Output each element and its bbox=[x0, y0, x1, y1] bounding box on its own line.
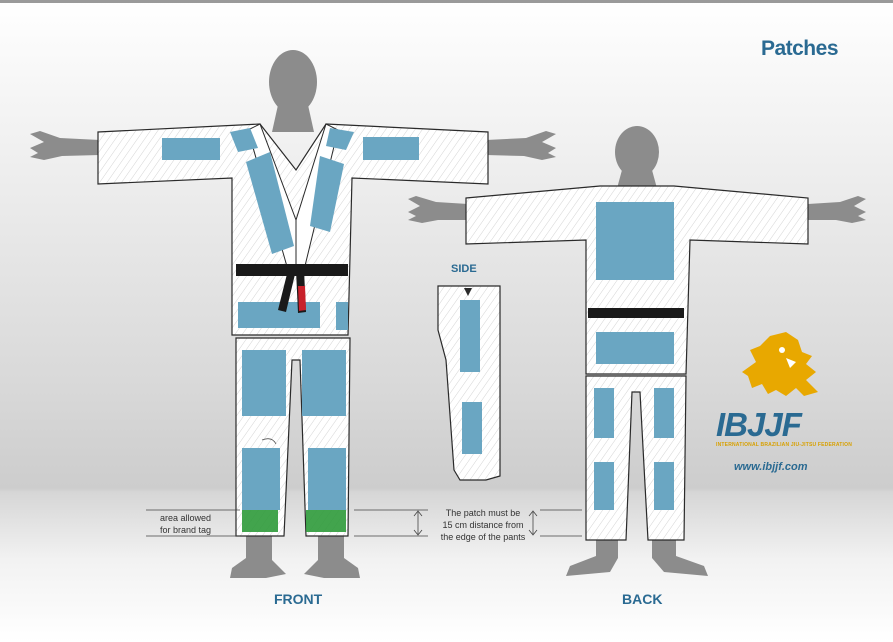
side-pants bbox=[437, 285, 501, 481]
patch-side-thigh bbox=[460, 300, 480, 372]
distance-note: The patch must be 15 cm distance from th… bbox=[440, 508, 526, 542]
front-left-hand bbox=[30, 131, 100, 160]
patch-back-calf-right bbox=[654, 462, 674, 510]
back-belt bbox=[588, 308, 684, 318]
patch-back-lower bbox=[596, 332, 674, 364]
back-right-hand bbox=[808, 196, 866, 223]
side-view-label: SIDE bbox=[451, 263, 477, 275]
patch-side-shin bbox=[462, 402, 482, 454]
brand-tag-note: area allowed for brand tag bbox=[160, 513, 212, 535]
website-link[interactable]: www.ibjjf.com bbox=[734, 461, 808, 473]
top-border bbox=[0, 0, 893, 3]
front-left-foot bbox=[230, 536, 286, 578]
back-figure bbox=[408, 126, 866, 576]
back-view-label: BACK bbox=[622, 591, 663, 607]
patch-shin-right bbox=[308, 448, 346, 510]
brand-tag-area-left bbox=[242, 510, 278, 532]
patch-skirt-front bbox=[238, 302, 320, 328]
logo-subtitle: INTERNATIONAL BRAZILIAN JIU-JITSU FEDERA… bbox=[716, 442, 853, 448]
lion-icon bbox=[742, 332, 818, 396]
brand-tag-area-right bbox=[306, 510, 346, 532]
patch-shin-left bbox=[242, 448, 280, 510]
front-view-label: FRONT bbox=[274, 591, 323, 607]
patch-back-thigh-left bbox=[594, 388, 614, 438]
front-right-foot bbox=[304, 536, 360, 578]
front-figure bbox=[30, 50, 556, 578]
patch-back-calf-left bbox=[594, 462, 614, 510]
belt-rank-bar bbox=[298, 286, 306, 311]
side-figure bbox=[437, 285, 501, 481]
patch-shoulder-right bbox=[326, 128, 354, 150]
patch-sleeve-right bbox=[363, 137, 419, 160]
patch-sleeve-left bbox=[162, 138, 220, 160]
patch-shoulder-left bbox=[230, 128, 258, 152]
back-head bbox=[615, 126, 659, 178]
patch-back-thigh-right bbox=[654, 388, 674, 438]
back-left-hand bbox=[408, 196, 468, 223]
logo-wordmark: IBJJF bbox=[716, 406, 802, 443]
patch-back-upper bbox=[596, 202, 674, 280]
front-patch-areas bbox=[162, 128, 419, 510]
brand-tag-guide-lines bbox=[146, 509, 582, 537]
patch-lapel-right bbox=[310, 156, 344, 232]
back-right-foot bbox=[652, 540, 708, 576]
back-left-foot bbox=[566, 540, 618, 576]
page-title: Patches bbox=[760, 37, 839, 60]
patch-thigh-left bbox=[242, 350, 286, 416]
front-belt-knot-left bbox=[278, 270, 296, 312]
patch-skirt-side bbox=[336, 302, 348, 330]
front-right-hand bbox=[486, 131, 556, 160]
back-patch-areas bbox=[594, 202, 674, 510]
patch-lapel-left bbox=[246, 152, 294, 254]
front-head bbox=[269, 50, 317, 114]
patch-thigh-right bbox=[302, 350, 346, 416]
